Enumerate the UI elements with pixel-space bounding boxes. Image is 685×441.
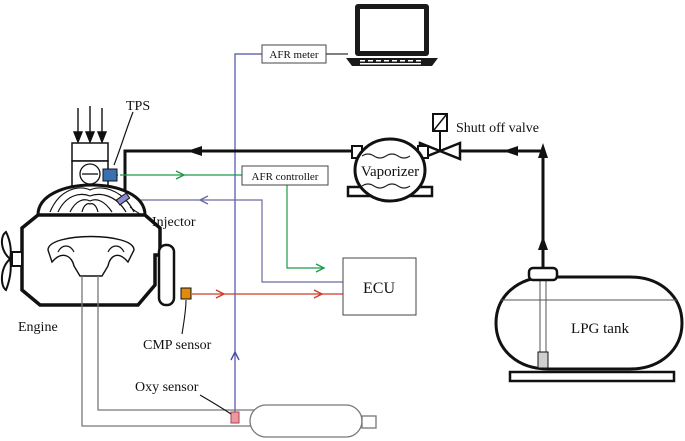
- afr-controller-box: AFR controller: [241, 165, 329, 186]
- ecu-box: ECU: [342, 257, 417, 316]
- vaporizer-label: Vaporizer: [361, 164, 419, 180]
- afr-meter-signal-arrow: [230, 350, 240, 361]
- tps-sensor: [102, 168, 118, 182]
- shut-off-valve-label: Shutt off valve: [456, 121, 539, 136]
- injector-pointer: [129, 206, 151, 219]
- exhaust-pipe: [81, 276, 258, 427]
- shut-off-valve: Shutt off valve: [418, 113, 539, 161]
- cmp-pointer: [181, 299, 187, 335]
- fuel-line-flow-arrow-engine: [187, 146, 202, 156]
- cmp-sensor-label: CMP sensor: [143, 338, 212, 353]
- muffler: [249, 404, 377, 438]
- laptop-icon: [346, 4, 438, 66]
- ecu-label: ECU: [363, 280, 395, 297]
- afr-controller-label: AFR controller: [252, 171, 319, 183]
- lpg-level-gauge: [537, 351, 549, 369]
- lpg-tank: LPG tank: [494, 266, 684, 383]
- tps-label: TPS: [126, 99, 150, 114]
- vaporizer: Vaporizer: [346, 137, 434, 203]
- fuel-line-arrow-tank-up: [538, 236, 548, 250]
- cmp-signal-arrow-1: [215, 289, 226, 299]
- oxy-sensor-label: Oxy sensor: [135, 380, 199, 395]
- injector-signal-line: [130, 199, 343, 283]
- afr-controller-signal-arrow: [175, 170, 186, 180]
- throttle-body: [71, 142, 118, 188]
- oxy-pointer: [199, 394, 232, 415]
- cmp-sensor: [180, 287, 192, 300]
- fuel-line-flow-arrow-tank: [538, 143, 548, 158]
- fuel-line-tank-to-valve: [450, 149, 545, 272]
- engine-label: Engine: [18, 320, 58, 335]
- injector-signal-arrow: [198, 195, 209, 205]
- afr-meter-box: AFR meter: [261, 44, 327, 64]
- afr-controller-ecu-line: [286, 184, 324, 269]
- oxy-sensor: [230, 411, 240, 424]
- injector-label: Injector: [152, 215, 196, 230]
- engine: [0, 183, 192, 307]
- tps-pointer: [113, 111, 134, 166]
- injector: [115, 192, 131, 206]
- fuel-line-flow-arrow-valve: [503, 146, 518, 156]
- intake-arrows: [72, 106, 108, 144]
- cmp-signal-arrow-2: [313, 289, 324, 299]
- afr-controller-ecu-arrow: [315, 263, 326, 273]
- afr-meter-signal-line: [234, 53, 262, 412]
- lpg-tank-label: LPG tank: [571, 321, 629, 337]
- afr-meter-label: AFR meter: [269, 49, 319, 61]
